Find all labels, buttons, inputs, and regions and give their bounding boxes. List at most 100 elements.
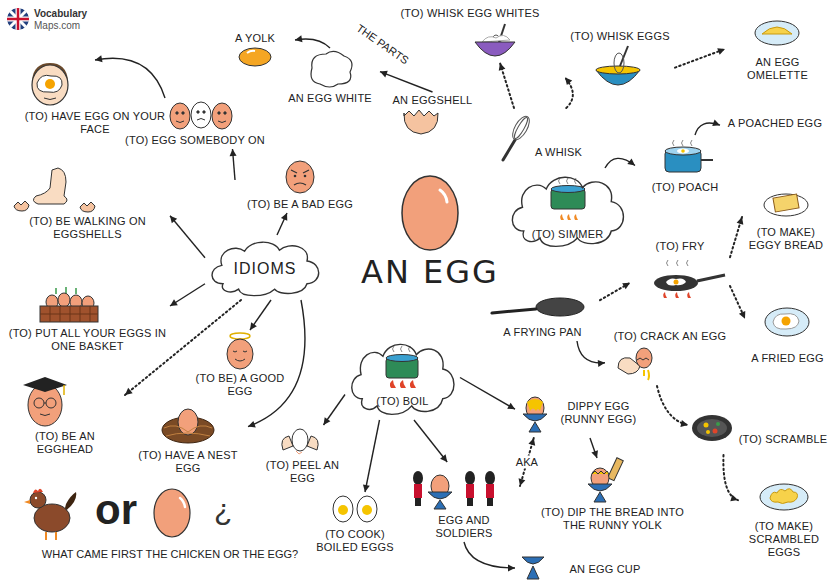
- connector-line: [600, 283, 630, 300]
- poach-picture-part: [701, 159, 713, 161]
- fry-picture-part: [663, 292, 691, 298]
- vocabulary-item: A WHISK: [495, 108, 590, 164]
- arrow-head: [380, 71, 388, 78]
- connector-line: [464, 542, 515, 568]
- basket-picture-part: [40, 306, 98, 322]
- chicken-picture-part: [46, 532, 56, 540]
- egg-cup-picture: [522, 557, 544, 579]
- connector-line: [380, 72, 433, 92]
- eggshell-picture: [404, 110, 438, 134]
- item-text: A FRIED EGG: [747, 352, 828, 365]
- scrambled-eggs-picture-part: [760, 484, 808, 510]
- arrow-head: [528, 438, 535, 446]
- vocabulary-item: (TO) PUT ALL YOUR EGGS IN ONE BASKET: [5, 285, 170, 355]
- dip-bread-picture-part: [588, 484, 612, 502]
- boiled-eggs-picture-part: [357, 496, 377, 522]
- arrow-head: [170, 299, 178, 306]
- connector: [363, 420, 380, 492]
- face-picture-part: [44, 98, 56, 100]
- vocabulary-item: (TO) EGG SOMEBODY ON: [120, 98, 270, 149]
- face-picture: [32, 63, 68, 105]
- omelette-picture-part: [755, 21, 799, 45]
- connector: [675, 48, 725, 67]
- eggy-bread-picture-part: [773, 194, 799, 212]
- vocabulary-item: (TO) FRY: [630, 238, 730, 302]
- good-egg-picture-part: [227, 339, 253, 369]
- boil-pot-picture: [386, 346, 418, 388]
- arrow-head: [324, 417, 331, 425]
- connector-line: [414, 420, 447, 462]
- connector-line: [723, 455, 738, 500]
- fry-picture-part: [654, 275, 698, 291]
- item-text: AN EGG CUP: [557, 563, 653, 576]
- logo-icon-part: [6, 7, 30, 31]
- question-caption: WHAT CAME FIRST THE CHICKEN OR THE EGG?: [5, 548, 335, 561]
- arrow-head: [507, 403, 515, 410]
- item-text: (TO) BE WALKING ON EGGSHELLS: [7, 215, 168, 241]
- boil-pot-picture-part: [390, 380, 416, 388]
- poach-picture-part: [681, 149, 685, 153]
- egghead-picture-part: [34, 398, 44, 408]
- item-text: (TO) PUT ALL YOUR EGGS IN ONE BASKET: [7, 327, 168, 353]
- cloud-outline: [345, 335, 460, 420]
- connector: [605, 158, 635, 168]
- fry-picture-part: [666, 278, 686, 285]
- eggs-picture-part: [218, 112, 220, 114]
- central-egg-part: [402, 176, 458, 250]
- item-text: DIPPY EGG (RUNNY EGG): [559, 400, 638, 426]
- item-text: AN EGG WHITE: [282, 92, 378, 105]
- arrow-head: [591, 450, 598, 458]
- peel-picture: [282, 429, 318, 454]
- cloud-text: (TO) BOIL: [347, 395, 458, 408]
- face-picture-part: [32, 65, 68, 105]
- item-text: (TO MAKE) EGGY BREAD: [744, 226, 828, 252]
- connector: [95, 55, 165, 98]
- central-egg: [402, 176, 458, 250]
- egghead-picture-part: [40, 403, 50, 416]
- fried-egg-picture-part: [773, 314, 799, 329]
- connector-line: [730, 286, 745, 319]
- soldiers-picture-part: [428, 492, 452, 509]
- item-text: (TO) HAVE A NEST EGG: [130, 449, 246, 475]
- connector-line: [170, 216, 205, 258]
- item-text: AN EGG OMELETTE: [727, 56, 828, 82]
- eggs-picture-part: [176, 112, 178, 114]
- basket-picture: [40, 287, 98, 322]
- arrow-head: [250, 322, 257, 330]
- chicken-egg-picture: [154, 489, 190, 537]
- cloud-bubble: (TO) SIMMER: [505, 168, 630, 252]
- poach-picture-part: [673, 140, 693, 146]
- item-text: (TO) WHISK EGG WHITES: [397, 7, 543, 20]
- arrow-head: [170, 216, 177, 224]
- connector: [600, 283, 630, 300]
- vocabulary-item: (TO BE) A GOOD EGG: [190, 330, 290, 400]
- vocabulary-item: (TO MAKE) EGGY BREAD: [742, 180, 830, 254]
- egghead-picture-part: [23, 377, 67, 392]
- connector-line: [675, 49, 725, 68]
- vocabulary-item: (TO) HAVE EGG ON YOUR FACE: [15, 60, 175, 138]
- soldiers-picture-part-part: [413, 471, 423, 485]
- peel-picture-part: [296, 451, 302, 454]
- logo-text: Vocabulary: [34, 8, 87, 20]
- soldiers-picture-part: [413, 471, 423, 506]
- bad-egg-picture-part: [291, 170, 309, 185]
- arrow-head: [717, 48, 725, 55]
- cloud-bubble: IDIOMS: [205, 235, 325, 300]
- dippy-egg-picture: [523, 397, 547, 432]
- foot-picture: [14, 168, 95, 212]
- eggs-picture-part: [191, 102, 211, 128]
- egghead-picture-part: [63, 385, 65, 395]
- connector: [460, 378, 515, 410]
- connector-line: [250, 300, 271, 330]
- scramble-picture-part: [704, 423, 709, 428]
- part-heading: THE PARTS: [354, 22, 411, 67]
- arrow-head: [730, 495, 738, 502]
- connector: [723, 455, 738, 501]
- connector-line: [365, 420, 380, 492]
- dip-bread-picture-part: [592, 471, 609, 474]
- simmer-pot-picture-part: [560, 214, 578, 220]
- chicken-egg-picture-part: [154, 489, 190, 537]
- vocabulary-item: (TO) PEEL AN EGG: [250, 425, 355, 487]
- connector: [499, 63, 514, 108]
